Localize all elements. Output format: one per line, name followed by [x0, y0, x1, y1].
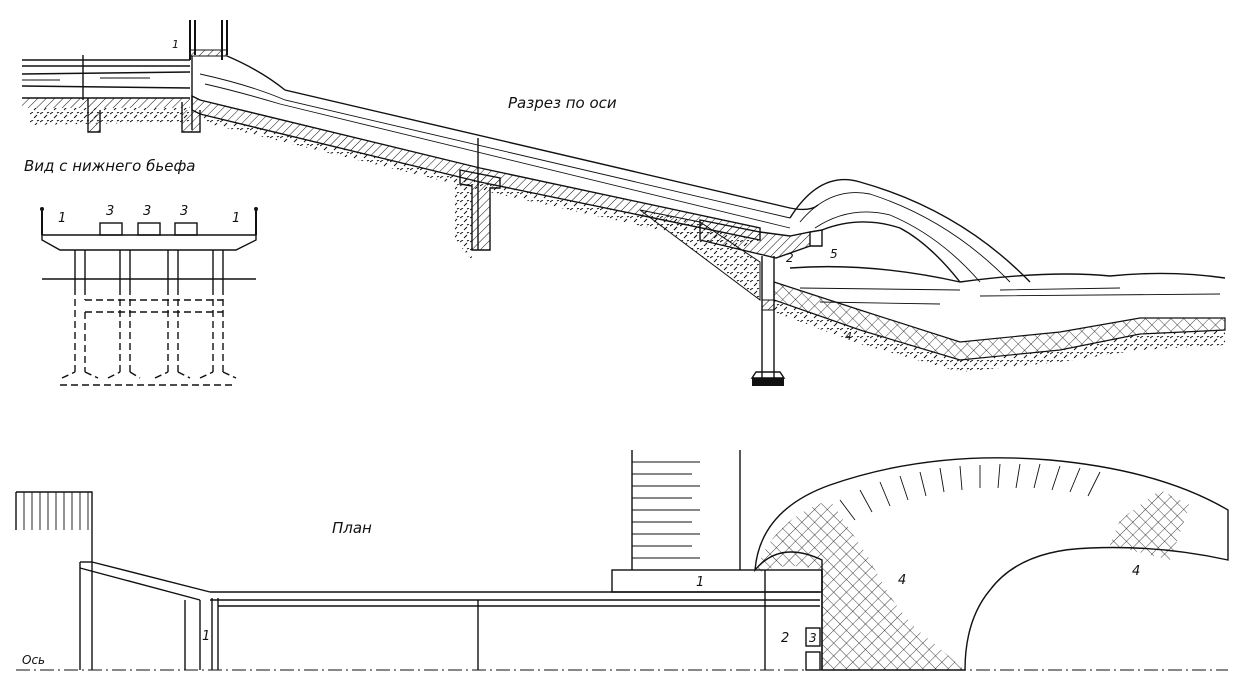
- middle-cutoff: [459, 169, 501, 251]
- marker-1-view-left: 1: [58, 211, 66, 226]
- plan-gate-pier: [184, 598, 219, 670]
- marker-1-view-right: 1: [232, 211, 240, 226]
- upstream-water-lines: [21, 59, 191, 89]
- marker-4-section: 4: [845, 330, 852, 343]
- marker-1-section: 1: [172, 38, 179, 51]
- section-title: Разрез по оси: [508, 94, 617, 112]
- plan-chute-walls: [210, 591, 820, 607]
- downstream-view-title: Вид с нижнего бьефа: [24, 157, 195, 175]
- marker-3-view-c: 3: [180, 204, 188, 219]
- plan-block-3: [805, 627, 821, 647]
- marker-1-plan-gate: 1: [202, 629, 210, 644]
- plan-riprap-left: [755, 500, 965, 670]
- downstream-view: [40, 207, 258, 386]
- marker-2-section: 2: [786, 251, 794, 265]
- jet-lower: [821, 221, 961, 283]
- section-along-axis: [21, 20, 1226, 386]
- plan-riprap-right: [1110, 490, 1190, 560]
- column-footing: [752, 378, 784, 386]
- upstream-soil: [30, 108, 190, 125]
- axis-label: Ось: [22, 653, 45, 667]
- plan-view: [15, 450, 1229, 671]
- downstream-water-surface: [789, 265, 1226, 283]
- marker-5-section: 5: [830, 247, 838, 261]
- marker-3-plan: 3: [809, 631, 817, 645]
- plan-title: План: [332, 519, 372, 537]
- downstream-view-deck: [41, 234, 257, 251]
- jet-upper: [789, 178, 1031, 283]
- marker-4-plan-right: 4: [1132, 564, 1140, 579]
- marker-3-view-b: 3: [143, 204, 151, 219]
- marker-3-view-a: 3: [106, 204, 114, 219]
- plan-block-1: [611, 569, 823, 593]
- gate-deck: [189, 49, 228, 57]
- marker-2-plan: 2: [781, 631, 789, 646]
- scour-protection-outline: [754, 457, 1229, 671]
- marker-4-plan-left: 4: [898, 573, 906, 588]
- marker-1-plan-block: 1: [696, 575, 704, 590]
- chute-water-surface: [226, 55, 819, 211]
- support-column: [761, 256, 775, 378]
